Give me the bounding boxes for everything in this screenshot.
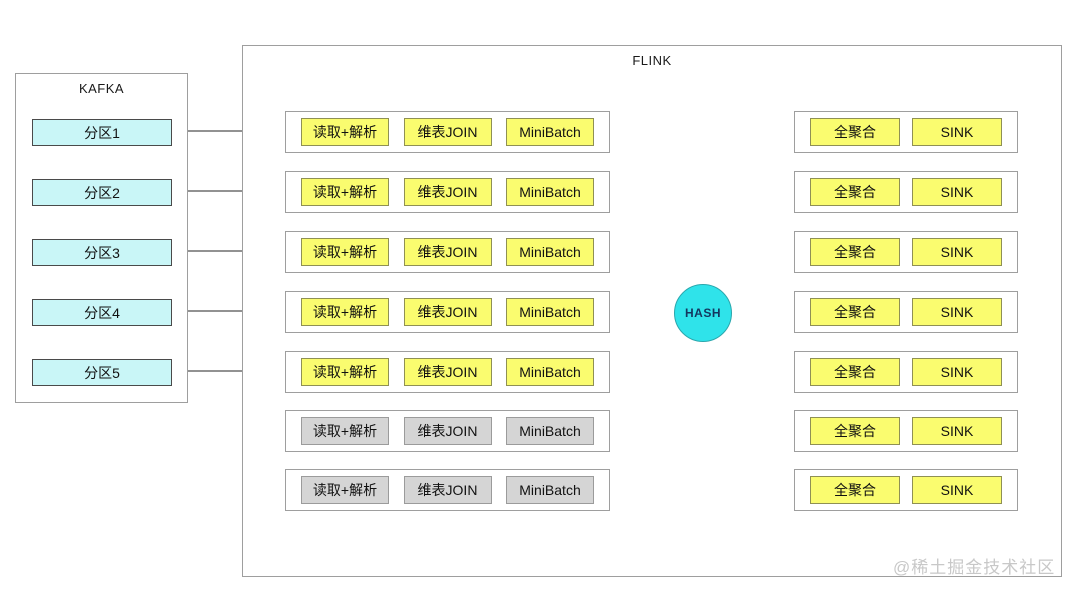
output-row-4: 全聚合 SINK <box>794 291 1018 333</box>
output-row-2: 全聚合 SINK <box>794 171 1018 213</box>
step-minibatch: MiniBatch <box>506 476 594 504</box>
output-row-7: 全聚合 SINK <box>794 469 1018 511</box>
step-sink: SINK <box>912 417 1002 445</box>
flink-group: FLINK 读取+解析 维表JOIN MiniBatch 读取+解析 维表JOI… <box>242 45 1062 577</box>
output-row-5: 全聚合 SINK <box>794 351 1018 393</box>
step-sink: SINK <box>912 238 1002 266</box>
step-dim-join: 维表JOIN <box>403 118 492 146</box>
step-sink: SINK <box>912 178 1002 206</box>
pipeline-row-4: 读取+解析 维表JOIN MiniBatch <box>285 291 610 333</box>
step-sink: SINK <box>912 358 1002 386</box>
pipeline-row-1: 读取+解析 维表JOIN MiniBatch <box>285 111 610 153</box>
step-read-parse: 读取+解析 <box>301 238 389 266</box>
step-sink: SINK <box>912 476 1002 504</box>
partition-label: 分区2 <box>84 184 120 201</box>
step-read-parse: 读取+解析 <box>301 298 389 326</box>
step-read-parse: 读取+解析 <box>301 178 389 206</box>
step-sink: SINK <box>912 118 1002 146</box>
pipeline-row-2: 读取+解析 维表JOIN MiniBatch <box>285 171 610 213</box>
kafka-partition-1: 分区1 <box>32 119 172 146</box>
pipeline-row-3: 读取+解析 维表JOIN MiniBatch <box>285 231 610 273</box>
flink-title: FLINK <box>632 53 672 68</box>
step-global-agg: 全聚合 <box>810 476 900 504</box>
step-minibatch: MiniBatch <box>506 417 594 445</box>
pipeline-row-7: 读取+解析 维表JOIN MiniBatch <box>285 469 610 511</box>
step-global-agg: 全聚合 <box>810 238 900 266</box>
output-row-1: 全聚合 SINK <box>794 111 1018 153</box>
partition-label: 分区5 <box>84 364 120 381</box>
kafka-partition-2: 分区2 <box>32 179 172 206</box>
partition-label: 分区1 <box>84 124 120 141</box>
partition-label: 分区4 <box>84 304 120 321</box>
step-minibatch: MiniBatch <box>506 238 594 266</box>
pipeline-row-6: 读取+解析 维表JOIN MiniBatch <box>285 410 610 452</box>
step-dim-join: 维表JOIN <box>403 238 492 266</box>
step-dim-join: 维表JOIN <box>403 298 492 326</box>
kafka-partition-4: 分区4 <box>32 299 172 326</box>
step-minibatch: MiniBatch <box>506 358 594 386</box>
step-sink: SINK <box>912 298 1002 326</box>
step-global-agg: 全聚合 <box>810 118 900 146</box>
pipeline-row-5: 读取+解析 维表JOIN MiniBatch <box>285 351 610 393</box>
hash-node: HASH <box>674 284 732 342</box>
step-global-agg: 全聚合 <box>810 417 900 445</box>
step-minibatch: MiniBatch <box>506 118 594 146</box>
step-minibatch: MiniBatch <box>506 178 594 206</box>
step-global-agg: 全聚合 <box>810 298 900 326</box>
kafka-title: KAFKA <box>78 81 125 96</box>
partition-label: 分区3 <box>84 244 120 261</box>
step-read-parse: 读取+解析 <box>301 417 389 445</box>
step-read-parse: 读取+解析 <box>301 358 389 386</box>
output-row-6: 全聚合 SINK <box>794 410 1018 452</box>
step-dim-join: 维表JOIN <box>403 178 492 206</box>
step-global-agg: 全聚合 <box>810 358 900 386</box>
step-read-parse: 读取+解析 <box>301 476 389 504</box>
watermark: @稀土掘金技术社区 <box>893 558 1056 577</box>
step-dim-join: 维表JOIN <box>403 358 492 386</box>
step-dim-join: 维表JOIN <box>403 476 492 504</box>
step-minibatch: MiniBatch <box>506 298 594 326</box>
kafka-partition-5: 分区5 <box>32 359 172 386</box>
output-row-3: 全聚合 SINK <box>794 231 1018 273</box>
kafka-group: KAFKA 分区1 分区2 分区3 分区4 分区5 <box>15 73 188 403</box>
step-global-agg: 全聚合 <box>810 178 900 206</box>
kafka-partition-3: 分区3 <box>32 239 172 266</box>
hash-label: HASH <box>684 306 721 320</box>
step-dim-join: 维表JOIN <box>403 417 492 445</box>
step-read-parse: 读取+解析 <box>301 118 389 146</box>
